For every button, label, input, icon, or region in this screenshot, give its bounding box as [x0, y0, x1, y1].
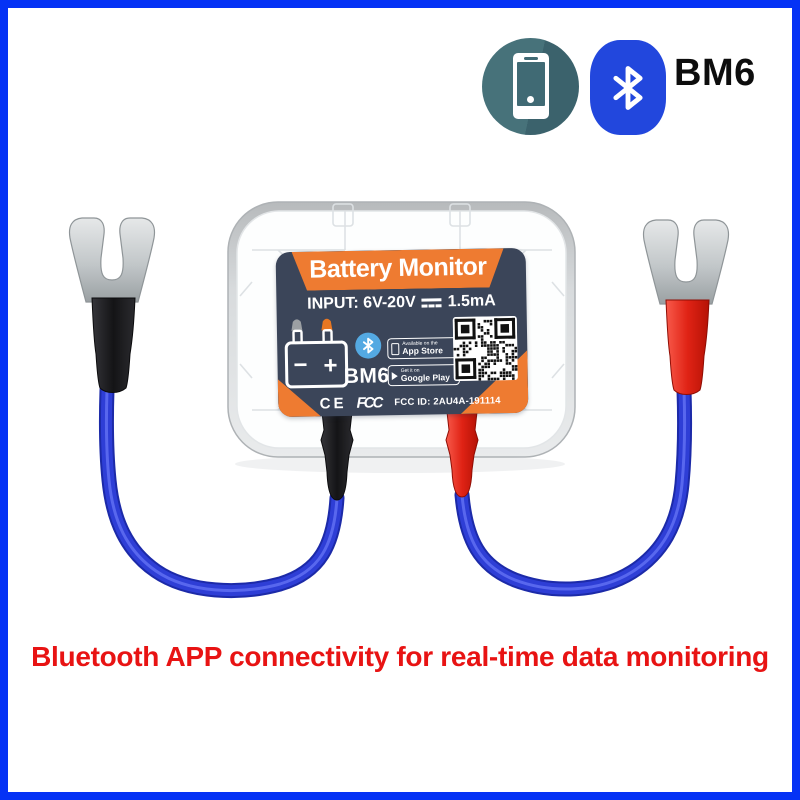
bluetooth-icon [590, 40, 666, 135]
fcc-logo: FCC [356, 393, 382, 412]
app-store-line2: App Store [402, 345, 444, 356]
app-store-icon [391, 342, 400, 355]
caption-text: Bluetooth APP connectivity for real-time… [31, 641, 769, 672]
red-cable-sleeve [445, 411, 479, 498]
label-model-name: BM6 [343, 364, 390, 389]
left-fork-terminal [68, 217, 156, 393]
device-shadow [235, 455, 565, 473]
qr-code [452, 315, 518, 382]
input-spec-suffix: 1.5mA [447, 292, 496, 311]
battery-icon: − + [284, 318, 349, 389]
label-title: Battery Monitor [309, 252, 487, 284]
right-terminal-boot [665, 299, 710, 395]
fcc-id-text: FCC ID: 2AU4A-191114 [394, 394, 501, 408]
app-store-badge: Available on the App Store [387, 337, 460, 360]
smartphone-icon [482, 38, 579, 135]
label-title-banner: Battery Monitor [292, 248, 505, 291]
left-wire [98, 382, 345, 598]
google-play-line2: Google Play [400, 371, 450, 383]
smartphone-body [513, 53, 549, 119]
model-name: BM6 [674, 52, 756, 94]
battery-positive-sign: + [323, 352, 337, 379]
smartphone-home-button [527, 96, 534, 103]
google-play-icon [391, 371, 398, 380]
right-fork-terminal [642, 219, 730, 395]
device-label: Battery Monitor INPUT: 6V-20V 1.5mA − + [275, 247, 529, 418]
label-mid-row: − + BM6 Available on the App Store [281, 310, 524, 392]
header-icons: BM6 [470, 30, 780, 145]
ce-mark: CE [319, 394, 347, 412]
bluetooth-small-icon [354, 332, 382, 359]
smartphone-speaker [524, 56, 538, 60]
battery-negative-sign: − [293, 352, 307, 379]
dc-symbol-icon [421, 298, 442, 308]
black-cable-sleeve [320, 411, 354, 501]
input-spec-prefix: INPUT: 6V-20V [307, 293, 416, 313]
left-terminal-boot [91, 297, 136, 393]
google-play-badge: Get it on Google Play [387, 364, 460, 387]
app-badges: Available on the App Store Get it on Goo… [387, 337, 460, 387]
right-wire [454, 382, 693, 597]
